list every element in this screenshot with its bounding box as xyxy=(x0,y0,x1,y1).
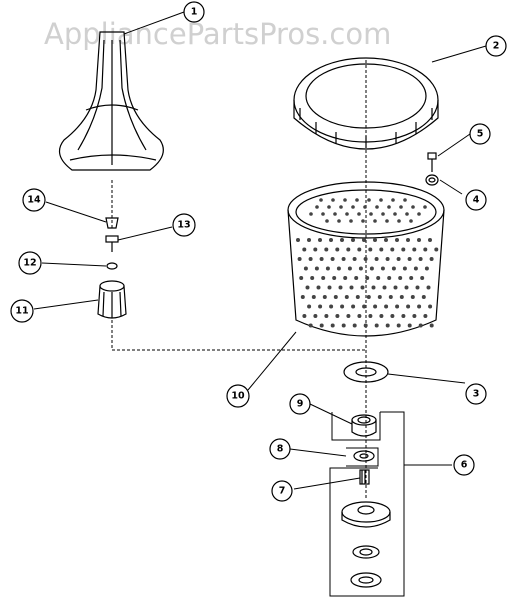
leader-7 xyxy=(293,477,361,490)
part-balance-ring[interactable] xyxy=(293,57,439,150)
bracket-nut xyxy=(346,447,379,467)
basket-holes xyxy=(296,198,439,328)
svg-text:13: 13 xyxy=(177,220,190,231)
callout-14: 14 xyxy=(22,188,46,212)
part-washer[interactable] xyxy=(425,174,439,186)
part-wash-basket[interactable] xyxy=(287,181,445,337)
callout-10: 10 xyxy=(226,384,250,408)
callout-11: 11 xyxy=(10,299,34,323)
callout-4: 4 xyxy=(465,189,487,211)
callout-13: 13 xyxy=(172,213,196,237)
callout-9: 9 xyxy=(289,393,311,415)
callout-5: 5 xyxy=(469,123,491,145)
callout-3: 3 xyxy=(465,383,487,405)
callout-1: 1 xyxy=(183,1,205,23)
leader-10 xyxy=(247,331,297,391)
leader-3 xyxy=(387,373,466,384)
part-screw[interactable] xyxy=(105,235,119,252)
callout-12: 12 xyxy=(18,251,42,275)
svg-text:5: 5 xyxy=(477,129,484,140)
leader-14 xyxy=(45,201,107,223)
bracket-drive xyxy=(329,411,405,597)
leader-1 xyxy=(123,11,185,35)
svg-text:6: 6 xyxy=(461,460,468,471)
part-cap[interactable] xyxy=(105,217,119,229)
callout-8: 8 xyxy=(269,438,291,460)
part-drive-assembly[interactable] xyxy=(341,501,391,588)
part-hub[interactable] xyxy=(351,414,377,437)
callout-6: 6 xyxy=(453,454,475,476)
leader-12 xyxy=(41,262,107,267)
part-spline[interactable] xyxy=(359,469,370,485)
svg-text:1: 1 xyxy=(191,7,198,18)
part-nut[interactable] xyxy=(353,450,375,462)
svg-text:2: 2 xyxy=(493,41,500,52)
svg-text:7: 7 xyxy=(279,486,286,497)
svg-text:12: 12 xyxy=(23,258,36,269)
part-hub-gasket[interactable] xyxy=(343,361,389,383)
callout-2: 2 xyxy=(485,35,507,57)
agitator-routing-line xyxy=(111,320,366,351)
part-small-washer[interactable] xyxy=(106,262,118,270)
callout-7: 7 xyxy=(271,480,293,502)
leader-9 xyxy=(309,403,353,425)
part-agitator[interactable] xyxy=(58,31,164,171)
leader-5 xyxy=(437,133,471,157)
leader-8 xyxy=(289,448,347,457)
leader-13 xyxy=(117,226,173,241)
svg-text:11: 11 xyxy=(15,306,28,317)
svg-text:4: 4 xyxy=(473,195,480,206)
svg-text:9: 9 xyxy=(297,399,304,410)
leader-4 xyxy=(439,179,463,195)
watermark-text: AppliancePartsPros.com xyxy=(44,17,391,51)
svg-text:14: 14 xyxy=(27,195,41,206)
bracket-hub xyxy=(331,412,381,441)
svg-text:8: 8 xyxy=(277,444,284,455)
leader-2 xyxy=(431,45,487,63)
svg-text:3: 3 xyxy=(473,389,480,400)
leader-11 xyxy=(33,299,99,310)
part-coupling[interactable] xyxy=(97,280,127,319)
svg-text:10: 10 xyxy=(231,391,245,402)
part-bolt[interactable] xyxy=(427,152,437,172)
